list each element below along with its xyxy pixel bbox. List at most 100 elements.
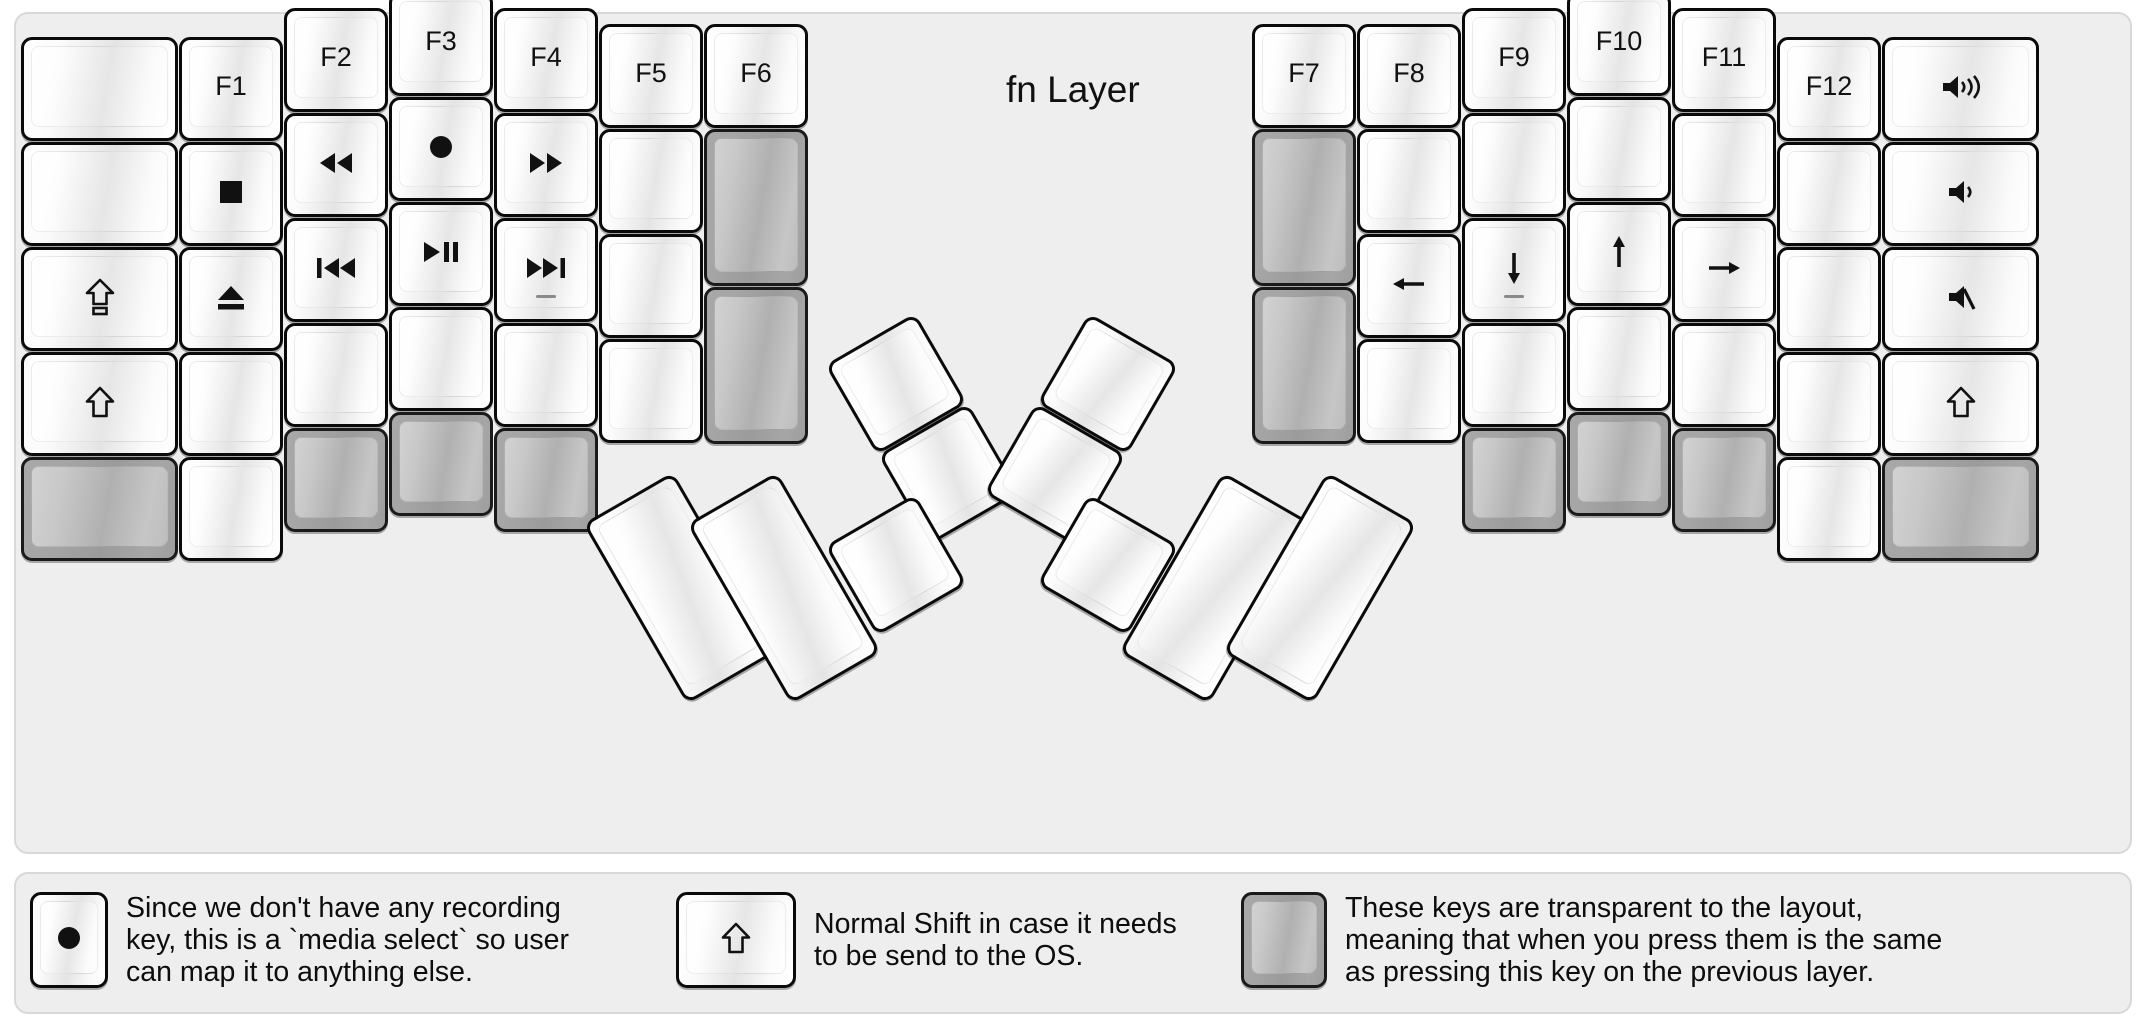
key-left-col-ring-1[interactable]: [284, 113, 388, 217]
key-right-col-index-3[interactable]: [1462, 323, 1566, 427]
keycap-face: [609, 138, 693, 219]
page-title: fn Layer: [1006, 69, 1140, 110]
key-left-col-pinky-3[interactable]: [179, 352, 283, 456]
key-right-col-ring-1[interactable]: [1672, 113, 1776, 217]
key-left-col-index-inner-3[interactable]: [599, 339, 703, 443]
key-right-col-inner-2[interactable]: [1252, 287, 1356, 444]
key-left-col-inner-0[interactable]: F6: [704, 24, 808, 128]
media-prev-track-icon: [314, 255, 358, 281]
keycap-face: [1787, 361, 1871, 442]
keycap-face: [1367, 138, 1451, 219]
shift-icon: [85, 385, 115, 419]
key-right-col-ring-4[interactable]: [1672, 428, 1776, 532]
key-right-col-pinky-2[interactable]: [1777, 247, 1881, 351]
key-right-col-index-0[interactable]: F9: [1462, 8, 1566, 112]
keycap-face: [714, 138, 798, 272]
key-right-col-middle-4[interactable]: [1567, 412, 1671, 516]
key-right-col-pinky-outer-3[interactable]: [1882, 352, 2039, 456]
key-left-col-index-3[interactable]: [494, 323, 598, 427]
key-right-col-middle-2[interactable]: [1567, 202, 1671, 306]
key-right-col-pinky-outer-1[interactable]: [1882, 142, 2039, 246]
key-left-col-middle-1[interactable]: [389, 97, 493, 201]
keycap-face: [1251, 901, 1317, 975]
key-left-col-index-1[interactable]: [494, 113, 598, 217]
key-right-col-inner-1[interactable]: [1252, 129, 1356, 286]
key-left-col-pinky-outer-2[interactable]: [21, 247, 178, 351]
keycap-face: [31, 151, 168, 232]
key-right-col-index-inner-3[interactable]: [1357, 339, 1461, 443]
key-right-col-pinky-0[interactable]: F12: [1777, 37, 1881, 141]
key-right-col-ring-2[interactable]: [1672, 218, 1776, 322]
key-left-col-pinky-1[interactable]: [179, 142, 283, 246]
keycap-face: [189, 361, 273, 442]
key-right-col-pinky-3[interactable]: [1777, 352, 1881, 456]
keycap-label: F8: [1393, 58, 1425, 88]
shift-icon: [721, 921, 751, 955]
key-left-col-pinky-0[interactable]: F1: [179, 37, 283, 141]
key-left-col-pinky-2[interactable]: [179, 247, 283, 351]
keycap-face: F12: [1787, 46, 1871, 127]
key-right-col-index-1[interactable]: [1462, 113, 1566, 217]
key-right-col-inner-0[interactable]: F7: [1252, 24, 1356, 128]
keycap-face: [294, 332, 378, 413]
key-right-col-ring-0[interactable]: F11: [1672, 8, 1776, 112]
keycap-face: [1682, 122, 1766, 203]
key-left-col-pinky-outer-4[interactable]: [21, 457, 178, 561]
key-right-col-index-4[interactable]: [1462, 428, 1566, 532]
keycap-face: F11: [1682, 17, 1766, 98]
key-left-col-middle-2[interactable]: [389, 202, 493, 306]
key-left-col-inner-2[interactable]: [704, 287, 808, 444]
keycap-face: [1052, 325, 1166, 438]
legend-item-2: These keys are transparent to the layout…: [1241, 892, 1942, 989]
key-left-col-index-inner-0[interactable]: F5: [599, 24, 703, 128]
key-right-col-index-inner-0[interactable]: F8: [1357, 24, 1461, 128]
key-left-col-pinky-outer-0[interactable]: [21, 37, 178, 141]
key-right-col-middle-1[interactable]: [1567, 97, 1671, 201]
legend-description-0: Since we don't have any recording key, t…: [126, 892, 569, 989]
keycap-face: [294, 437, 378, 518]
media-play-pause-icon: [421, 239, 461, 265]
arrow-right-icon: [1706, 255, 1742, 281]
key-right-col-pinky-outer-4[interactable]: [1882, 457, 2039, 561]
keycap-face: [294, 122, 378, 203]
keycap-face: F9: [1472, 17, 1556, 98]
key-left-col-middle-4[interactable]: [389, 412, 493, 516]
key-left-col-index-2[interactable]: [494, 218, 598, 322]
key-right-col-index-inner-2[interactable]: [1357, 234, 1461, 338]
key-right-col-pinky-1[interactable]: [1777, 142, 1881, 246]
key-right-col-middle-3[interactable]: [1567, 307, 1671, 411]
key-left-col-middle-3[interactable]: [389, 307, 493, 411]
keycap-face: [399, 106, 483, 187]
key-right-col-pinky-outer-0[interactable]: [1882, 37, 2039, 141]
key-left-col-pinky-outer-1[interactable]: [21, 142, 178, 246]
keycap-face: [504, 227, 588, 308]
legend-key-swatch-0: [30, 892, 108, 989]
keycap-face: [1577, 421, 1661, 502]
key-right-col-index-2[interactable]: [1462, 218, 1566, 322]
keycap-face: [294, 227, 378, 308]
keycap-label: F12: [1805, 71, 1853, 101]
key-right-col-middle-0[interactable]: F10: [1567, 0, 1671, 96]
media-record-icon: [53, 922, 85, 954]
key-left-col-middle-0[interactable]: F3: [389, 0, 493, 96]
key-left-col-index-inner-1[interactable]: [599, 129, 703, 233]
key-right-col-ring-3[interactable]: [1672, 323, 1776, 427]
keycap-face: [399, 316, 483, 397]
key-left-col-pinky-4[interactable]: [179, 457, 283, 561]
key-left-col-ring-4[interactable]: [284, 428, 388, 532]
key-left-col-ring-3[interactable]: [284, 323, 388, 427]
key-left-col-ring-0[interactable]: F2: [284, 8, 388, 112]
media-stop-icon: [216, 177, 246, 207]
key-left-col-index-0[interactable]: F4: [494, 8, 598, 112]
key-right-col-pinky-4[interactable]: [1777, 457, 1881, 561]
keycap-face: [1892, 46, 2029, 127]
key-right-col-pinky-outer-2[interactable]: [1882, 247, 2039, 351]
key-left-col-index-inner-2[interactable]: [599, 234, 703, 338]
key-left-col-pinky-outer-3[interactable]: [21, 352, 178, 456]
key-left-col-ring-2[interactable]: [284, 218, 388, 322]
key-left-col-index-4[interactable]: [494, 428, 598, 532]
keycap-face: [1367, 243, 1451, 324]
key-right-col-index-inner-1[interactable]: [1357, 129, 1461, 233]
key-left-col-inner-1[interactable]: [704, 129, 808, 286]
